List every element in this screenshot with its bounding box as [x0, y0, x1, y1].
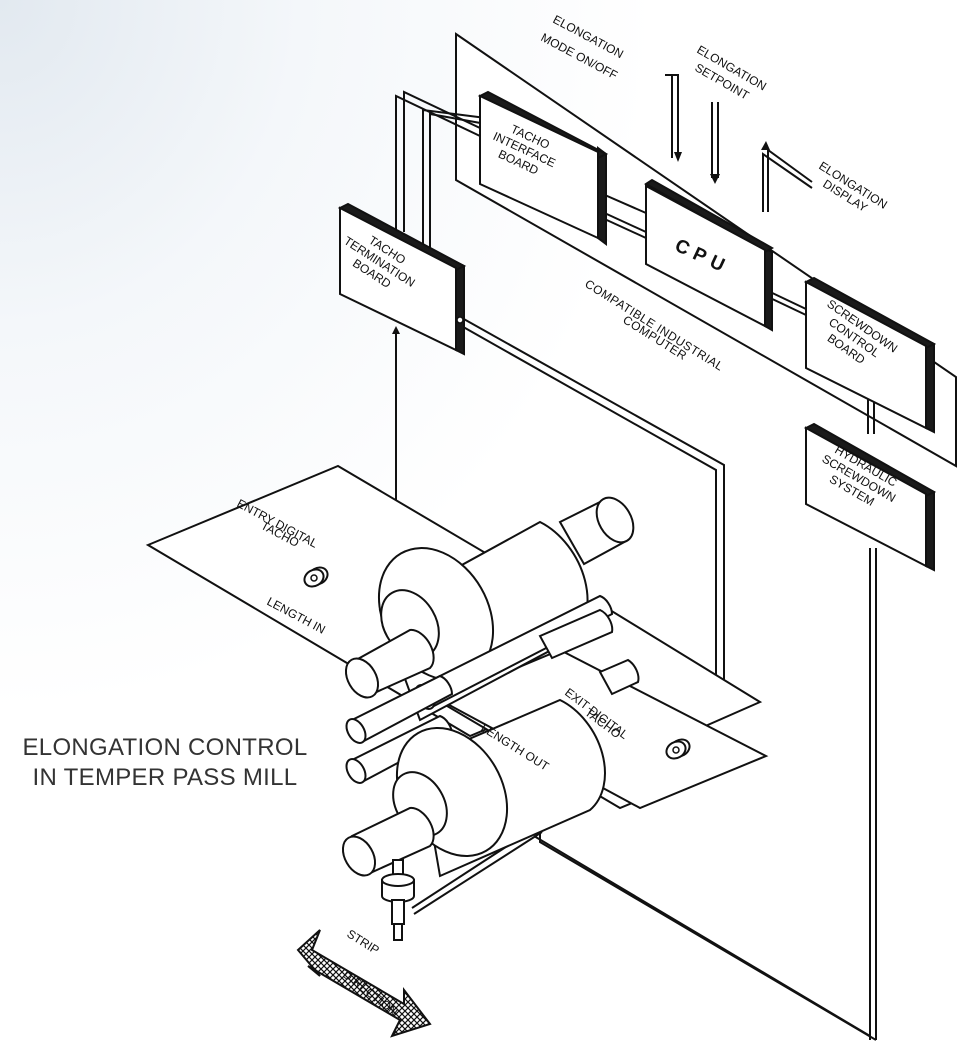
- entry-digital-tacho: [303, 566, 329, 588]
- mode-signal-line: [665, 74, 682, 162]
- screwdown-actuator: [381, 859, 415, 941]
- display-signal-line: [761, 141, 813, 212]
- strip-direction-l2: DIRECTION: [340, 967, 401, 1019]
- tacho-interface-board: TACHO INTERFACE BOARD: [477, 90, 609, 246]
- tacho-termination-board: TACHO TERMINATION BOARD: [337, 202, 467, 356]
- cpu-board: CPU: [644, 178, 775, 332]
- exit-digital-tacho: [665, 738, 691, 760]
- diagram-title: ELONGATION CONTROL IN TEMPER PASS MILL: [0, 733, 330, 793]
- screwdown-control-board: SCREWDOWN CONTROL BOARD: [803, 276, 937, 434]
- lower-backup-roll: [341, 698, 606, 878]
- strip-direction-l1: STRIP: [344, 927, 381, 958]
- title-line-2: IN TEMPER PASS MILL: [32, 764, 298, 791]
- setpoint-signal-line: [710, 102, 720, 184]
- strip-direction-arrow: [296, 929, 432, 1038]
- title-line-1: ELONGATION CONTROL: [22, 734, 308, 761]
- hydraulic-screwdown-system: HYDRAULIC SCREWDOWN SYSTEM: [803, 422, 937, 572]
